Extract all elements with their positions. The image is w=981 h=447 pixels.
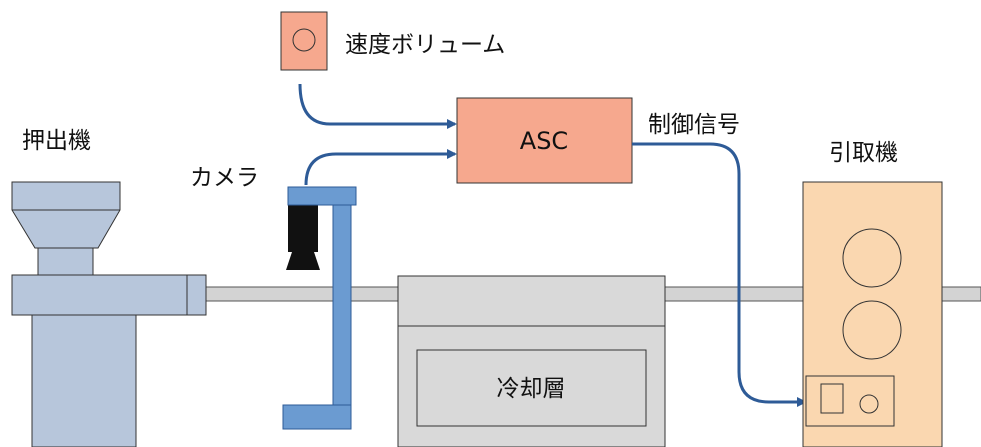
speed-volume <box>280 11 328 71</box>
extruder-barrel <box>11 274 188 316</box>
upper-roller <box>842 228 902 288</box>
camera-label: カメラ <box>190 165 259 191</box>
asc-box <box>456 97 633 184</box>
camera-body <box>288 205 318 252</box>
extruder-label: 押出機 <box>22 128 91 154</box>
extruder-base <box>31 314 137 447</box>
extruder-neck <box>37 247 94 276</box>
camera-stand <box>282 186 357 430</box>
controller-knob-icon <box>859 394 879 414</box>
extruder <box>11 181 207 447</box>
arrow-camera-to-asc <box>304 149 457 186</box>
speed-volume-label: 速度ボリューム <box>345 32 505 58</box>
puller-label: 引取機 <box>829 140 898 166</box>
puller-controller <box>805 375 895 427</box>
puller <box>802 181 943 447</box>
extruder-hopper <box>11 181 121 249</box>
cooling-tank <box>397 275 666 447</box>
knob-icon <box>292 28 316 52</box>
extruder-head <box>186 274 207 316</box>
arrow-asc-to-controller <box>632 142 807 407</box>
camera <box>286 205 320 270</box>
cooling-window <box>416 349 647 427</box>
camera-lens <box>286 252 320 270</box>
arrow-volume-to-asc <box>298 83 457 129</box>
lower-roller <box>842 300 902 360</box>
asc-label: ASC <box>520 127 568 155</box>
cooling-label: 冷却層 <box>497 376 566 402</box>
control-signal-label: 制御信号 <box>648 112 740 138</box>
